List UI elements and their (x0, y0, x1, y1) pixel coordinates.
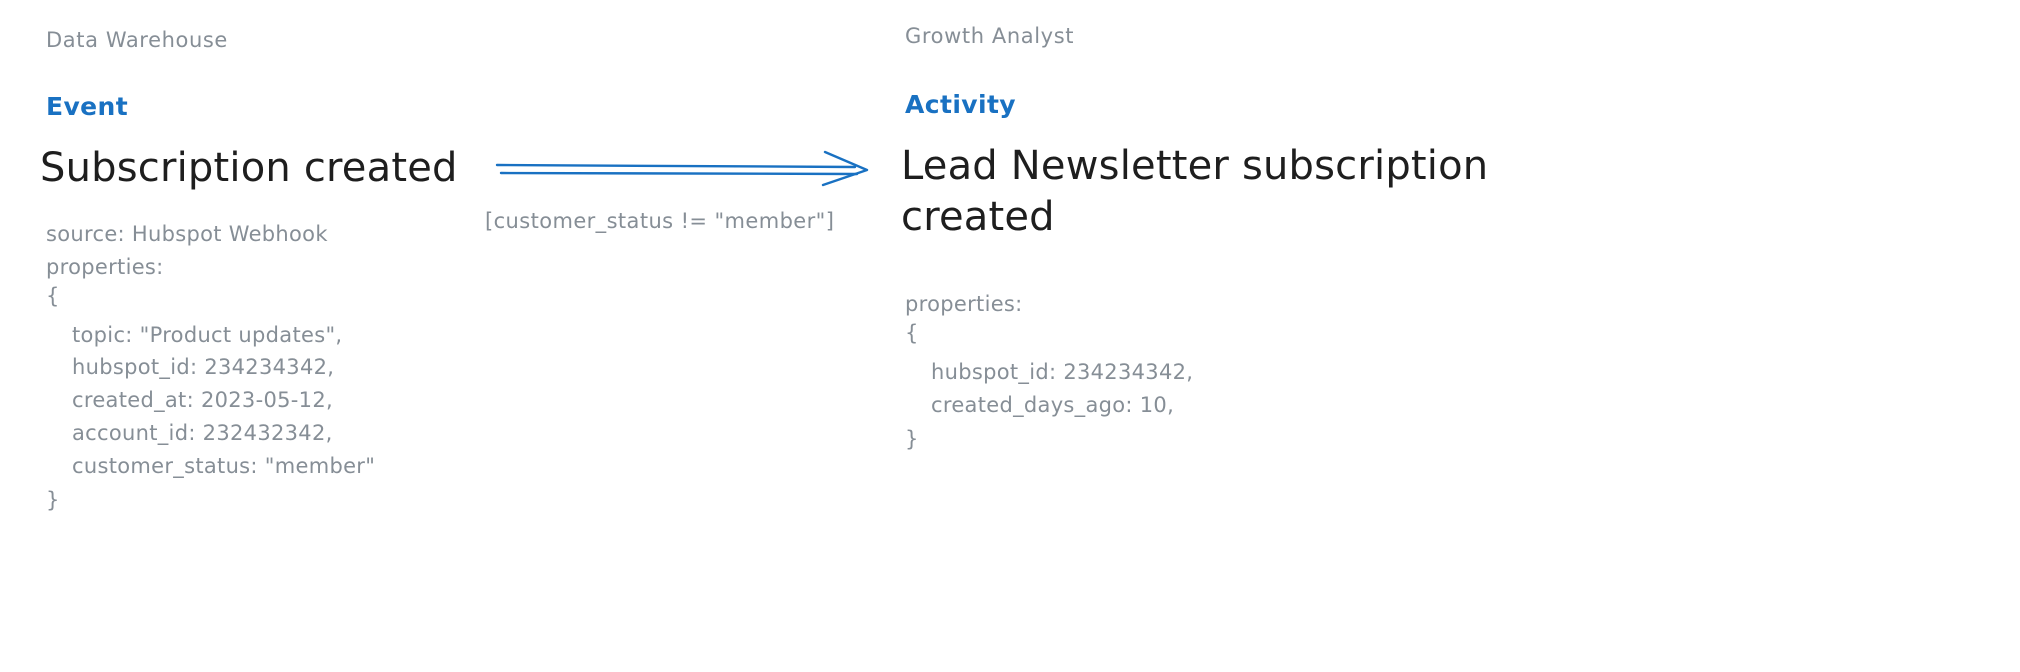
left-property-item: account_id: 232432342, (72, 420, 333, 445)
right-properties-label: properties: (905, 292, 1023, 316)
right-owner-label: Growth Analyst (905, 24, 1075, 48)
right-close-brace: } (905, 427, 919, 452)
left-close-brace: } (46, 488, 60, 513)
left-metadata-block: source: Hubspot Webhook properties: { to… (46, 218, 566, 514)
right-property-item: created_days_ago: 10, (931, 392, 1175, 417)
right-entity-title: Lead Newsletter subscription created (901, 143, 1489, 241)
edge-condition-label: [customer_status != "member"] (485, 209, 835, 233)
right-metadata-block: properties: { hubspot_id: 234234342, cre… (905, 288, 1465, 453)
left-property-item: hubspot_id: 234234342, (72, 355, 335, 380)
left-kind-label: Event (46, 92, 129, 121)
left-property-item: customer_status: "member" (72, 453, 376, 478)
left-property-item: created_at: 2023-05-12, (72, 388, 333, 413)
left-source-line: source: Hubspot Webhook (46, 222, 328, 246)
right-open-brace: { (905, 320, 919, 345)
left-open-brace: { (46, 283, 60, 308)
flow-arrow-icon (495, 150, 869, 187)
left-entity-title: Subscription created (40, 145, 458, 191)
left-property-item: topic: "Product updates", (72, 322, 343, 347)
left-properties-label: properties: (46, 254, 164, 279)
left-owner-label: Data Warehouse (46, 28, 228, 52)
right-kind-label: Activity (905, 90, 1017, 119)
right-property-item: hubspot_id: 234234342, (931, 359, 1194, 384)
